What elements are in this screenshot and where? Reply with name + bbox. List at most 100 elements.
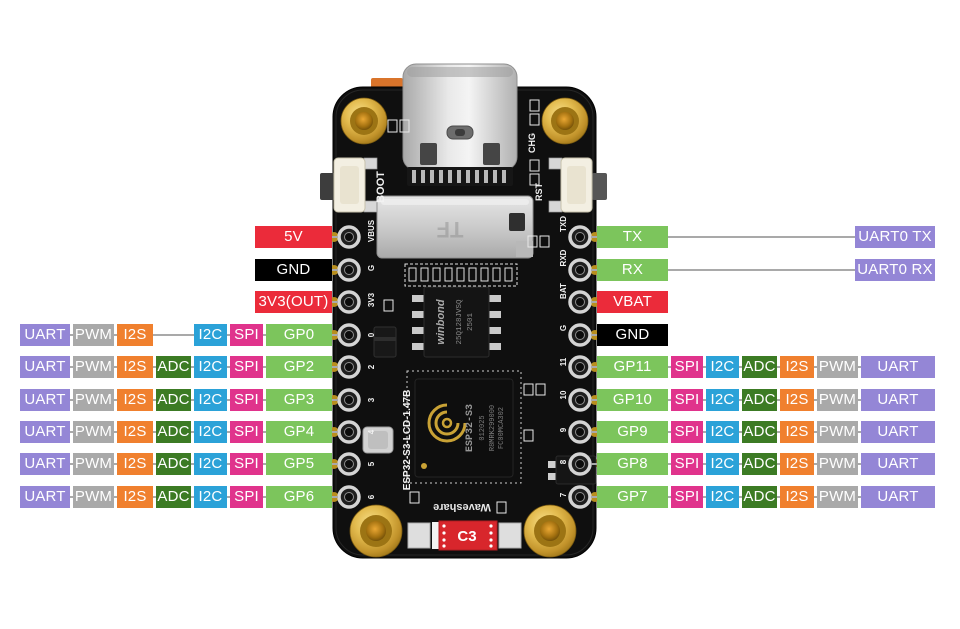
svg-text:TXD: TXD bbox=[559, 216, 568, 232]
pin-cap-i2s: I2S bbox=[117, 453, 153, 475]
mounting-hole-top-right bbox=[541, 97, 589, 145]
crystal-oscillator bbox=[362, 426, 394, 454]
pin-cap-gnd: GND bbox=[597, 324, 668, 346]
svg-text:3V3: 3V3 bbox=[367, 292, 376, 307]
pin-cap-i2c: I2C bbox=[706, 421, 739, 443]
pin-cap-i2s: I2S bbox=[117, 421, 153, 443]
wire-gap bbox=[671, 226, 852, 248]
pin-cap-pwm: PWM bbox=[817, 453, 858, 475]
pin-cap-uart: UART bbox=[861, 389, 935, 411]
pin-cap-i2s: I2S bbox=[780, 389, 814, 411]
flash-part-number: 25Q128JVSQ bbox=[456, 299, 464, 345]
pin-cap-pwm: PWM bbox=[73, 421, 114, 443]
c3-label: C3 bbox=[457, 528, 476, 545]
brand-silkscreen-label: Waveshare bbox=[433, 501, 491, 513]
silkscreen-footprint-header bbox=[404, 263, 518, 287]
pin-row-5v-left: 5V bbox=[255, 226, 338, 248]
model-silkscreen-label: ESP32-S3-LCD-1.47B bbox=[402, 390, 413, 491]
usb-c-connector bbox=[402, 63, 518, 186]
svg-text:8: 8 bbox=[559, 459, 568, 464]
connector-line bbox=[20, 334, 338, 336]
mcu-chip: ESP32-S3 012025 R8MRK299000 FC00MCA302 bbox=[406, 370, 522, 484]
svg-text:3: 3 bbox=[367, 397, 376, 402]
rst-silkscreen-label: RST bbox=[534, 182, 544, 201]
pin-cap-rx: RX bbox=[597, 259, 668, 281]
pin-row-rx-right: RX UART0 RX bbox=[591, 259, 935, 281]
pin-cap-vbat: VBAT bbox=[597, 291, 668, 313]
svg-text:VBUS: VBUS bbox=[367, 219, 376, 242]
pin-cap-i2c: I2C bbox=[706, 486, 739, 508]
pin-cap-spi: SPI bbox=[230, 453, 263, 475]
pin-cap-gp10: GP10 bbox=[597, 389, 668, 411]
pin-cap-gp7: GP7 bbox=[597, 486, 668, 508]
tf-card-slot: TF bbox=[376, 195, 534, 259]
diode-component bbox=[373, 326, 397, 358]
svg-text:G: G bbox=[559, 325, 568, 331]
through-hole-pads bbox=[337, 225, 592, 509]
pin-cap-spi: SPI bbox=[230, 324, 263, 346]
chg-silkscreen-label: CHG bbox=[527, 133, 537, 153]
pin-cap-uart: UART bbox=[861, 486, 935, 508]
mounting-hole-bottom-right bbox=[523, 504, 577, 558]
pin-cap-gp8: GP8 bbox=[597, 453, 668, 475]
pin-cap-adc: ADC bbox=[156, 421, 191, 443]
svg-text:5: 5 bbox=[367, 461, 376, 466]
pin-cap-uart: UART bbox=[20, 356, 70, 378]
pin-cap-gp5: GP5 bbox=[266, 453, 332, 475]
pin-cap-pwm: PWM bbox=[73, 389, 114, 411]
pin-cap-pwm: PWM bbox=[817, 421, 858, 443]
pin-row-gnd-right: GND bbox=[591, 324, 668, 346]
pin-cap-pwm: PWM bbox=[73, 324, 114, 346]
svg-text:G: G bbox=[367, 265, 376, 271]
pin-cap-i2c: I2C bbox=[194, 453, 227, 475]
pin-cap-pwm: PWM bbox=[817, 389, 858, 411]
svg-text:4: 4 bbox=[367, 429, 376, 434]
pin-cap-adc: ADC bbox=[156, 486, 191, 508]
pin-cap-uart0-rx: UART0 RX bbox=[855, 259, 935, 281]
wire-gap bbox=[671, 259, 852, 281]
pin-cap-i2c: I2C bbox=[706, 356, 739, 378]
svg-text:7: 7 bbox=[559, 492, 568, 497]
pin-cap-spi: SPI bbox=[230, 389, 263, 411]
mounting-hole-bottom-left bbox=[349, 504, 403, 558]
connector-line bbox=[591, 236, 935, 238]
pin-cap-gp11: GP11 bbox=[597, 356, 668, 378]
pin-cap-adc: ADC bbox=[742, 453, 777, 475]
pin-cap-i2s: I2S bbox=[780, 421, 814, 443]
pin-cap-uart: UART bbox=[861, 356, 935, 378]
pin-cap-spi: SPI bbox=[230, 486, 263, 508]
pin-cap-gnd: GND bbox=[255, 259, 332, 281]
pin-cap-gp9: GP9 bbox=[597, 421, 668, 443]
pin-cap-i2c: I2C bbox=[194, 324, 227, 346]
svg-text:10: 10 bbox=[559, 390, 568, 399]
pin-cap-spacer bbox=[156, 324, 191, 346]
pin-cap-adc: ADC bbox=[742, 356, 777, 378]
espressif-logo-icon bbox=[427, 403, 467, 443]
c3-component: C3 bbox=[407, 520, 522, 551]
pin-cap-gp6: GP6 bbox=[266, 486, 332, 508]
pin-cap-i2c: I2C bbox=[194, 486, 227, 508]
pin-cap-gp0: GP0 bbox=[266, 324, 332, 346]
pin-cap-gp2: GP2 bbox=[266, 356, 332, 378]
pin-row-vbat-right: VBAT bbox=[591, 291, 668, 313]
pin-cap-uart: UART bbox=[20, 389, 70, 411]
pin-cap-spi: SPI bbox=[230, 356, 263, 378]
right-edge-pin-labels: TXD RXD BAT G 11 10 9 8 7 bbox=[559, 216, 568, 497]
mcu-model-label: ESP32-S3 bbox=[465, 404, 476, 452]
pin-cap-gp3: GP3 bbox=[266, 389, 332, 411]
mcu-marking-line4: FC00MCA302 bbox=[498, 407, 506, 449]
pin-cap-i2c: I2C bbox=[194, 421, 227, 443]
svg-text:RXD: RXD bbox=[559, 249, 568, 266]
pin-cap-adc: ADC bbox=[742, 421, 777, 443]
pin-cap-i2s: I2S bbox=[780, 356, 814, 378]
mcu-marking-line3: R8MRK299000 bbox=[489, 405, 497, 451]
